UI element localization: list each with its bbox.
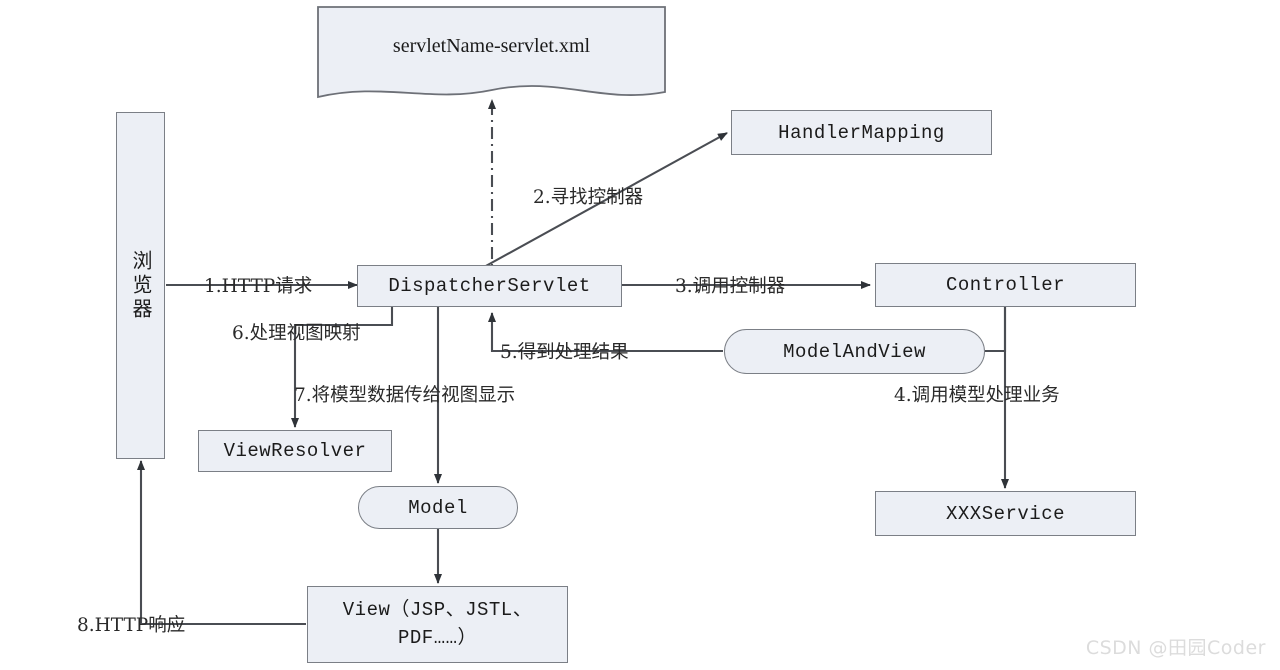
edge-label-step6: 6.处理视图映射 — [232, 323, 361, 344]
edge-label-step4: 4.调用模型处理业务 — [894, 385, 1060, 406]
edge-label-step1: 1.HTTP请求 — [204, 276, 313, 297]
edge-label-step3: 3.调用控制器 — [675, 276, 786, 297]
xxx-service-label: XXXService — [945, 502, 1066, 525]
dispatcher-servlet-label: DispatcherServlet — [388, 275, 591, 297]
model-and-view-node[interactable]: ModelAndView — [724, 329, 985, 374]
edge-find-controller — [454, 132, 728, 284]
edge-label-step5: 5.得到处理结果 — [500, 342, 629, 363]
view-resolver-node[interactable]: ViewResolver — [198, 430, 392, 472]
controller-node[interactable]: Controller — [875, 263, 1136, 307]
model-and-view-label: ModelAndView — [783, 340, 926, 363]
handler-mapping-label: HandlerMapping — [778, 121, 945, 144]
edge-controller-to-mav — [985, 307, 1007, 353]
edge-http-response — [137, 460, 306, 626]
view-label-line2: PDF……） — [397, 626, 477, 649]
dispatcher-servlet-node[interactable]: DispatcherServlet — [357, 265, 622, 307]
config-xml-label: servletName-servlet.xml — [392, 35, 591, 57]
model-node[interactable]: Model — [358, 486, 518, 529]
edge-label-step7: 7.将模型数据传给视图显示 — [294, 385, 516, 406]
model-label: Model — [408, 496, 468, 519]
edge-result-back — [488, 312, 723, 353]
edge-view-mapping — [291, 307, 394, 428]
view-node[interactable]: View（JSP、JSTL、 PDF……） — [307, 586, 568, 663]
controller-label: Controller — [945, 274, 1066, 296]
xxx-service-node[interactable]: XXXService — [875, 491, 1136, 536]
handler-mapping-node[interactable]: HandlerMapping — [731, 110, 992, 155]
view-resolver-label: ViewResolver — [223, 440, 367, 462]
edge-label-step2: 2.寻找控制器 — [533, 187, 644, 208]
view-label-line1: View（JSP、JSTL、 — [342, 598, 533, 621]
config-xml-node[interactable]: servletName-servlet.xml — [318, 7, 665, 102]
watermark: CSDN @田园Coder — [1085, 637, 1266, 659]
browser-node[interactable]: 浏览器 — [116, 112, 165, 459]
config-xml-shape — [317, 6, 666, 99]
browser-label: 浏览器 — [129, 249, 153, 322]
edge-label-step8: 8.HTTP响应 — [77, 615, 186, 636]
